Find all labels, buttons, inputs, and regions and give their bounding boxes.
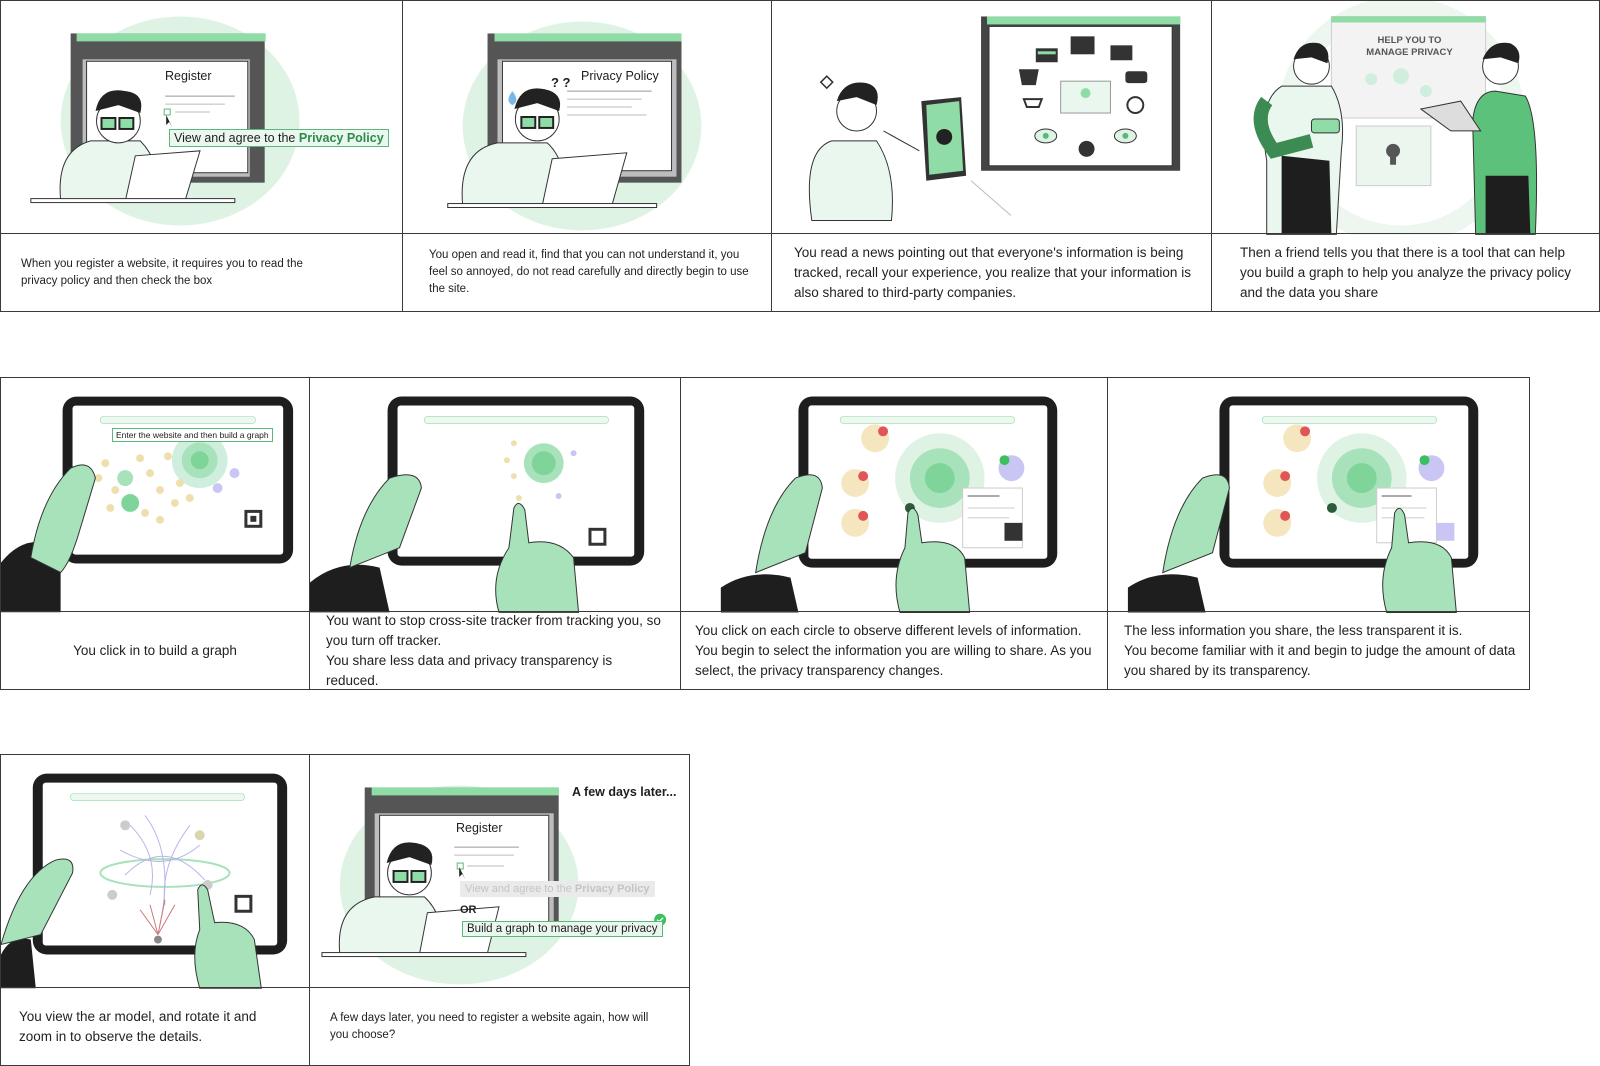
storyboard-panel-3: You read a news pointing out that everyo… — [771, 0, 1212, 312]
caption-text: You read a news pointing out that everyo… — [794, 244, 1191, 300]
or-label: OR — [460, 904, 477, 916]
panel-1-illustration: Register View and agree to the Privacy P… — [1, 1, 402, 235]
storyboard-panel-10: A few days later... Register View and ag… — [309, 754, 690, 1066]
panel-6-illustration — [310, 378, 680, 613]
storyboard-panel-4: HELP YOU TO MANAGE PRIVACY Then a friend… — [1211, 0, 1600, 312]
storyboard-panel-7: You click on each circle to observe diff… — [680, 377, 1108, 690]
panel-4-illustration: HELP YOU TO MANAGE PRIVACY — [1212, 1, 1599, 235]
storyboard-panel-5: Enter the website and then build a graph… — [0, 377, 310, 690]
panel-2-illustration: Privacy Policy ? ? — [403, 1, 771, 235]
screen-title: Register — [165, 69, 212, 83]
privacy-policy-callout: View and agree to the Privacy Policy — [169, 129, 389, 147]
caption-text: You want to stop cross-site tracker from… — [326, 612, 661, 688]
storyboard-panel-1: Register View and agree to the Privacy P… — [0, 0, 403, 312]
panel-8-illustration — [1108, 378, 1529, 613]
panel-10-caption: A few days later, you need to register a… — [310, 987, 689, 1065]
build-graph-callout: Enter the website and then build a graph — [112, 428, 273, 442]
panel-7-illustration — [681, 378, 1107, 613]
storyboard-panel-2: Privacy Policy ? ? You open and read it,… — [402, 0, 772, 312]
caption-text: A few days later, you need to register a… — [330, 1011, 649, 1041]
caption-text: The less information you share, the less… — [1124, 622, 1516, 678]
storyboard-panel-8: The less information you share, the less… — [1107, 377, 1530, 690]
caption-text: You open and read it, find that you can … — [429, 249, 749, 295]
faded-option-bold: Privacy Policy — [574, 883, 650, 895]
panel-7-caption: You click on each circle to observe diff… — [681, 611, 1107, 689]
panel-5-illustration: Enter the website and then build a graph — [1, 378, 309, 613]
panel-6-caption: You want to stop cross-site tracker from… — [310, 611, 680, 689]
panel-3-illustration — [772, 1, 1211, 235]
faded-option-text: View and agree to the — [465, 883, 575, 895]
confused-marks: ? ? — [551, 75, 571, 90]
callout-text: View and agree to the — [174, 131, 299, 145]
board-text: HELP YOU TO MANAGE PRIVACY — [1366, 35, 1453, 58]
panel-8-caption: The less information you share, the less… — [1108, 611, 1529, 689]
caption-text: You click on each circle to observe diff… — [695, 622, 1092, 678]
caption-text: You click in to build a graph — [73, 642, 237, 658]
later-heading: A few days later... — [572, 785, 677, 799]
caption-text: Then a friend tells you that there is a … — [1240, 244, 1571, 300]
panel-9-caption: You view the ar model, and rotate it and… — [1, 987, 309, 1065]
storyboard-panel-6: You want to stop cross-site tracker from… — [309, 377, 681, 690]
callout-bold-text: Privacy Policy — [298, 131, 384, 145]
caption-text: When you register a website, it requires… — [21, 257, 303, 287]
screen-title: Register — [456, 821, 503, 835]
panel-1-caption: When you register a website, it requires… — [1, 233, 402, 311]
panel-10-illustration: A few days later... Register View and ag… — [310, 755, 689, 989]
storyboard-panel-9: You view the ar model, and rotate it and… — [0, 754, 310, 1066]
build-graph-option[interactable]: Build a graph to manage your privacy — [462, 921, 663, 937]
panel-2-caption: You open and read it, find that you can … — [403, 233, 771, 311]
caption-text: You view the ar model, and rotate it and… — [19, 1008, 257, 1044]
panel-4-caption: Then a friend tells you that there is a … — [1212, 233, 1599, 311]
panel-3-caption: You read a news pointing out that everyo… — [772, 233, 1211, 311]
panel-9-illustration — [1, 755, 309, 989]
faded-privacy-option: View and agree to the Privacy Policy — [460, 881, 655, 897]
screen-title: Privacy Policy — [581, 69, 659, 83]
panel-5-caption: You click in to build a graph — [1, 611, 309, 689]
